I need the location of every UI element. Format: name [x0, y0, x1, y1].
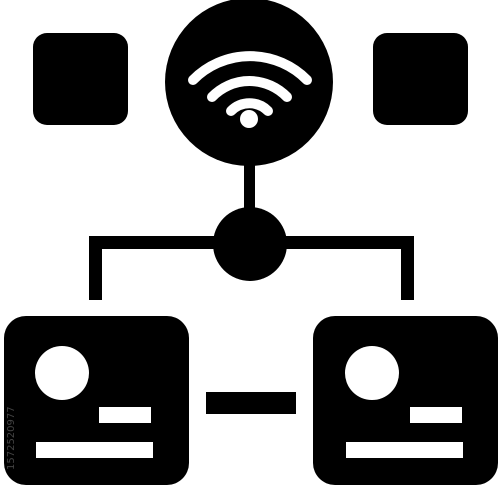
bottom-right-short-bar [410, 407, 462, 423]
top-left-device-block [33, 33, 128, 125]
stock-id-watermark: 1572520977 [6, 406, 17, 470]
bottom-left-long-bar [36, 442, 153, 458]
wifi-dot [240, 110, 258, 128]
branch-right-drop [401, 236, 414, 300]
card-connector-line [206, 392, 296, 414]
bottom-left-card [4, 316, 189, 485]
bottom-left-card-details [35, 346, 153, 458]
branch-left-drop [89, 236, 102, 300]
bottom-right-avatar-circle [345, 346, 399, 400]
top-right-device-block [373, 33, 468, 125]
branch-horizontal-line [89, 236, 414, 249]
bottom-left-short-bar [99, 407, 151, 423]
bottom-right-card [313, 316, 498, 485]
wifi-icon [188, 51, 312, 116]
wifi-arc-middle [207, 76, 292, 102]
bottom-right-long-bar [346, 442, 463, 458]
wifi-arc-outer [188, 51, 312, 85]
bottom-left-avatar-circle [35, 346, 89, 400]
hub-stem-line [244, 160, 255, 218]
bottom-right-card-details [345, 346, 463, 458]
wifi-arc-inner [226, 98, 273, 116]
